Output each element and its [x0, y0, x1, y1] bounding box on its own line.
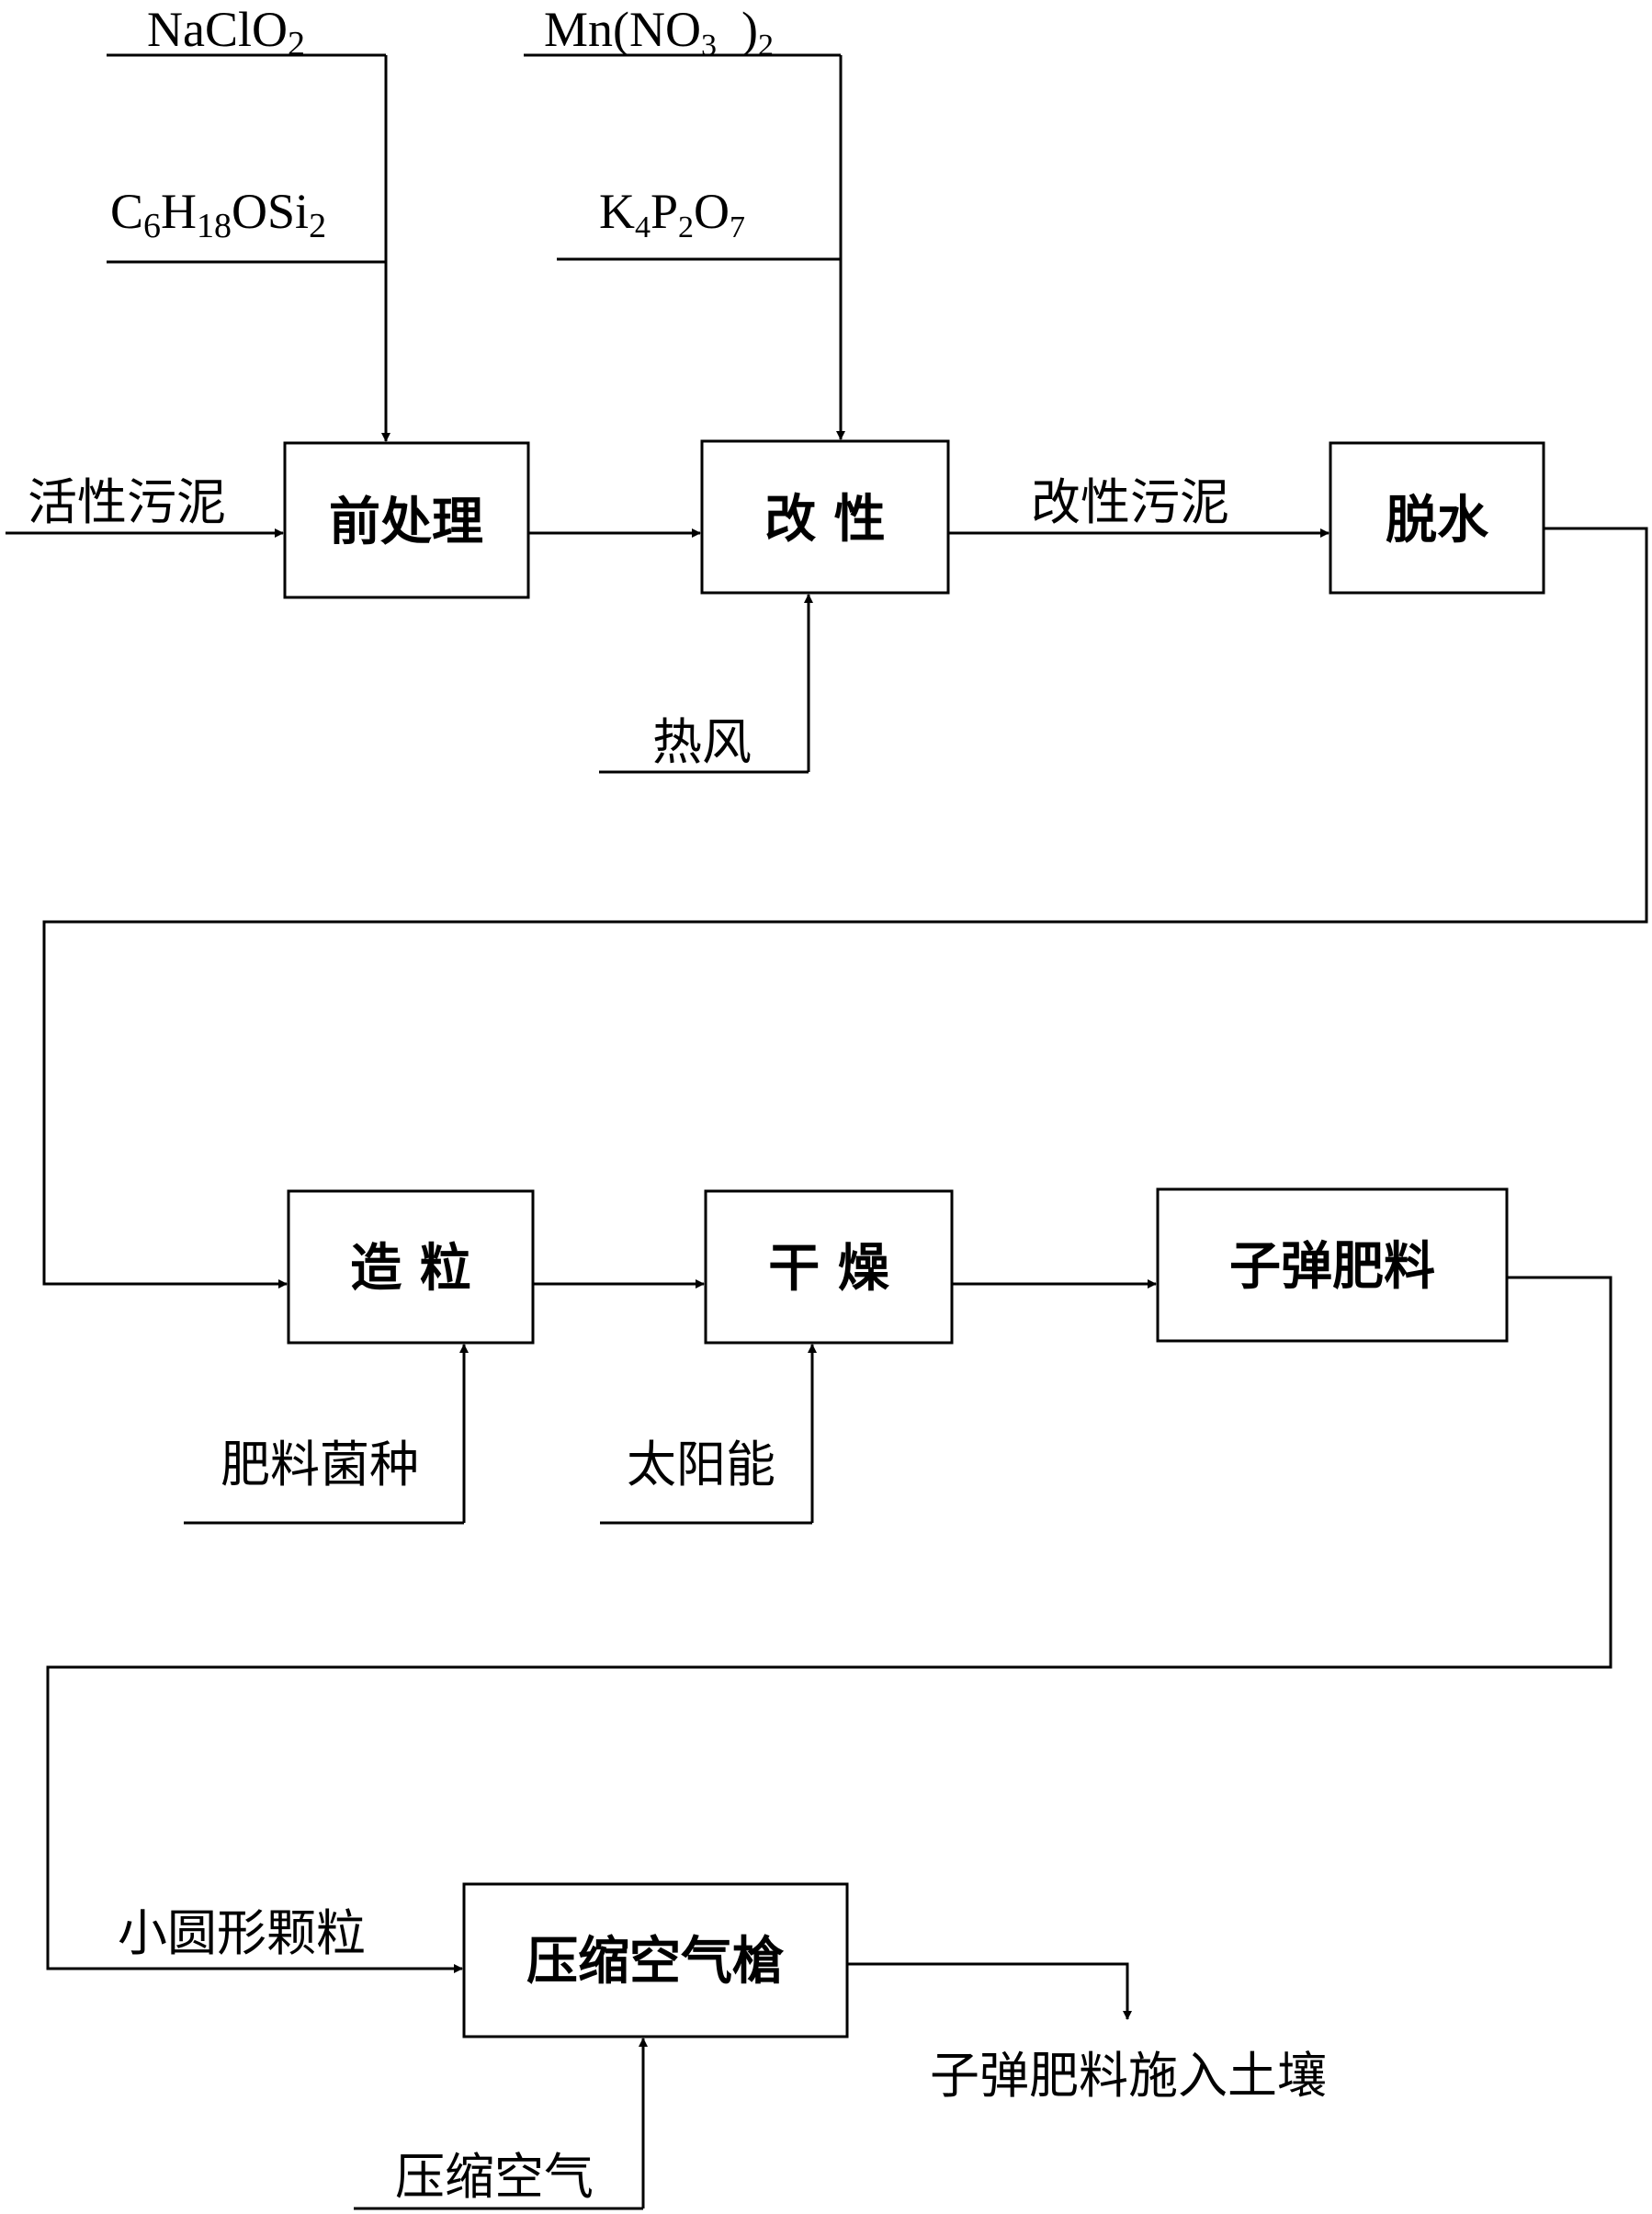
small-round-granules-label: 小圆形颗粒 [118, 1904, 366, 1962]
dewatering-box-frame [1329, 441, 1545, 595]
k4p2o7-input: K4P2O7 [557, 184, 841, 261]
air-gun-box-frame [462, 1882, 849, 2038]
drying-box-label: 干 燥 [768, 1239, 889, 1299]
dewatering-to-granulation-connector [42, 527, 1648, 1289]
compressed-air-label: 压缩空气 [395, 2148, 594, 2206]
applied-to-soil-label: 子弹肥料施入土壤 [930, 2047, 1327, 2105]
k4p2o7-label: K4P2O7 [599, 184, 745, 244]
drying-box-frame [704, 1189, 954, 1345]
mn-nitrate-input: Mn(NO3 )2 [524, 2, 841, 62]
hot-air-label: 热风 [652, 713, 752, 771]
air-gun-box: 压缩空气槍 [462, 1882, 849, 2038]
air-gun-output-arrow [847, 1962, 1132, 2020]
pretreatment-box-frame [283, 441, 530, 599]
activated-sludge-label: 活性污泥 [28, 473, 226, 531]
granulation-box-frame [287, 1189, 535, 1345]
granulation-box: 造 粒 [287, 1189, 535, 1345]
pretreatment-box-label: 前处理 [329, 493, 483, 552]
bullet-fertilizer-box: 子弹肥料 [1156, 1187, 1509, 1343]
granulation-box-label: 造 粒 [350, 1239, 471, 1299]
bullet-fertilizer-to-air-gun-connector [46, 1276, 1612, 1973]
modified-sludge-label: 改性污泥 [1031, 473, 1229, 531]
air-gun-box-label: 压缩空气槍 [526, 1932, 785, 1992]
dewatering-box: 脱水 [1329, 441, 1545, 595]
hmdso-label: C6H18OSi2 [110, 184, 326, 245]
bullet-fertilizer-box-frame [1156, 1187, 1509, 1343]
drying-box: 干 燥 [704, 1189, 954, 1345]
dewatering-box-label: 脱水 [1386, 491, 1489, 551]
modification-box: 改 性 [700, 439, 950, 595]
bullet-fertilizer-box-label: 子弹肥料 [1229, 1237, 1435, 1297]
mn-nitrate-label: Mn(NO3 )2 [544, 2, 774, 62]
modification-box-label: 改 性 [764, 490, 886, 550]
modification-box-frame [700, 439, 950, 595]
fertilizer-strain-label: 肥料菌种 [221, 1436, 419, 1493]
hmdso-input: C6H18OSi2 [107, 184, 386, 264]
solar-energy-label: 太阳能 [627, 1436, 775, 1493]
pretreatment-box: 前处理 [283, 441, 530, 599]
naclo2-input: NaClO2 [107, 2, 386, 63]
